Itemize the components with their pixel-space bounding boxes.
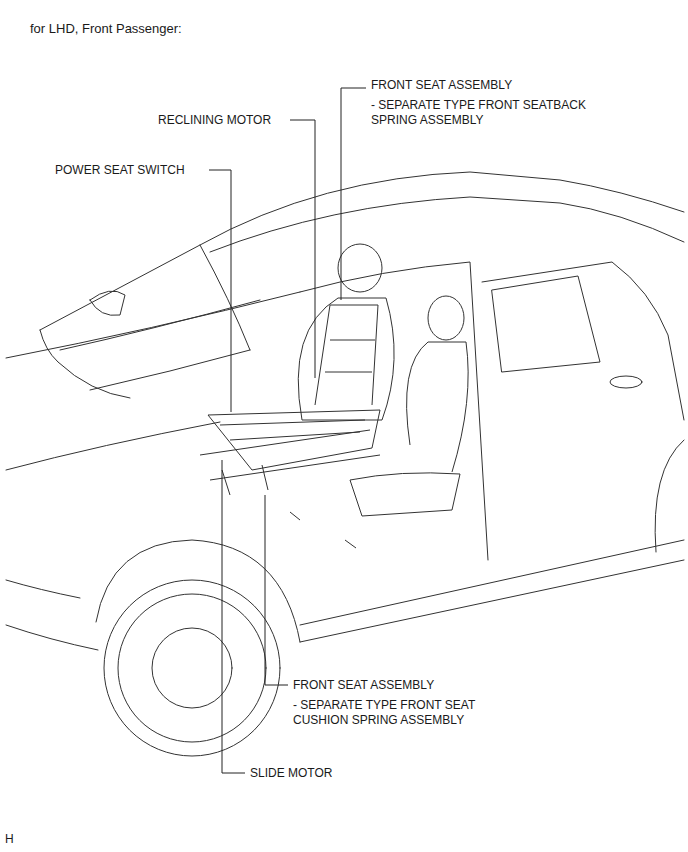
front-hub xyxy=(152,628,232,708)
driver-cushion xyxy=(350,473,460,516)
rear-wheel-arch xyxy=(655,440,684,552)
roof-inner xyxy=(210,197,684,252)
diagram-title: for LHD, Front Passenger: xyxy=(30,21,182,36)
part-name: FRONT SEAT ASSEMBLY xyxy=(293,678,434,693)
leader-lines xyxy=(209,88,366,773)
part-name: FRONT SEAT ASSEMBLY xyxy=(371,78,512,93)
hood-line xyxy=(6,292,300,358)
part-note: - SEPARATE TYPE FRONT SEAT CUSHION SPRIN… xyxy=(293,698,503,728)
cushion-frame xyxy=(220,420,365,440)
part-name: POWER SEAT SWITCH xyxy=(55,163,185,178)
front-door-opening xyxy=(300,262,488,560)
leader-line xyxy=(265,495,288,685)
seatback-frame xyxy=(315,305,378,405)
passenger-seatback xyxy=(298,298,394,420)
rocker-panel xyxy=(300,540,684,642)
passenger-cushion xyxy=(208,410,380,470)
part-name: SLIDE MOTOR xyxy=(250,766,332,781)
passenger-headrest xyxy=(338,244,382,292)
rear-window xyxy=(492,276,600,372)
mirror xyxy=(90,291,125,315)
seats xyxy=(200,244,468,548)
driver-seatback xyxy=(407,342,469,472)
leader-line xyxy=(209,170,231,412)
dashboard xyxy=(60,300,260,390)
roof-line xyxy=(40,172,684,330)
seat-rails xyxy=(200,430,380,495)
driver-headrest xyxy=(428,296,464,340)
seat-legs xyxy=(290,512,356,548)
car-outline xyxy=(6,172,684,756)
rear-door xyxy=(482,262,684,420)
front-rim xyxy=(118,594,266,742)
door-handle xyxy=(610,376,642,388)
figure-code: H xyxy=(5,832,14,847)
leader-line xyxy=(290,120,315,378)
a-pillar xyxy=(200,245,250,350)
part-name: RECLINING MOTOR xyxy=(158,113,271,128)
windshield-base xyxy=(40,330,130,398)
hood-front xyxy=(6,422,220,470)
leader-line xyxy=(222,460,245,773)
leader-line xyxy=(341,88,366,300)
part-note: - SEPARATE TYPE FRONT SEATBACK SPRING AS… xyxy=(371,98,599,128)
front-tire xyxy=(104,580,280,756)
front-bumper xyxy=(6,580,98,650)
